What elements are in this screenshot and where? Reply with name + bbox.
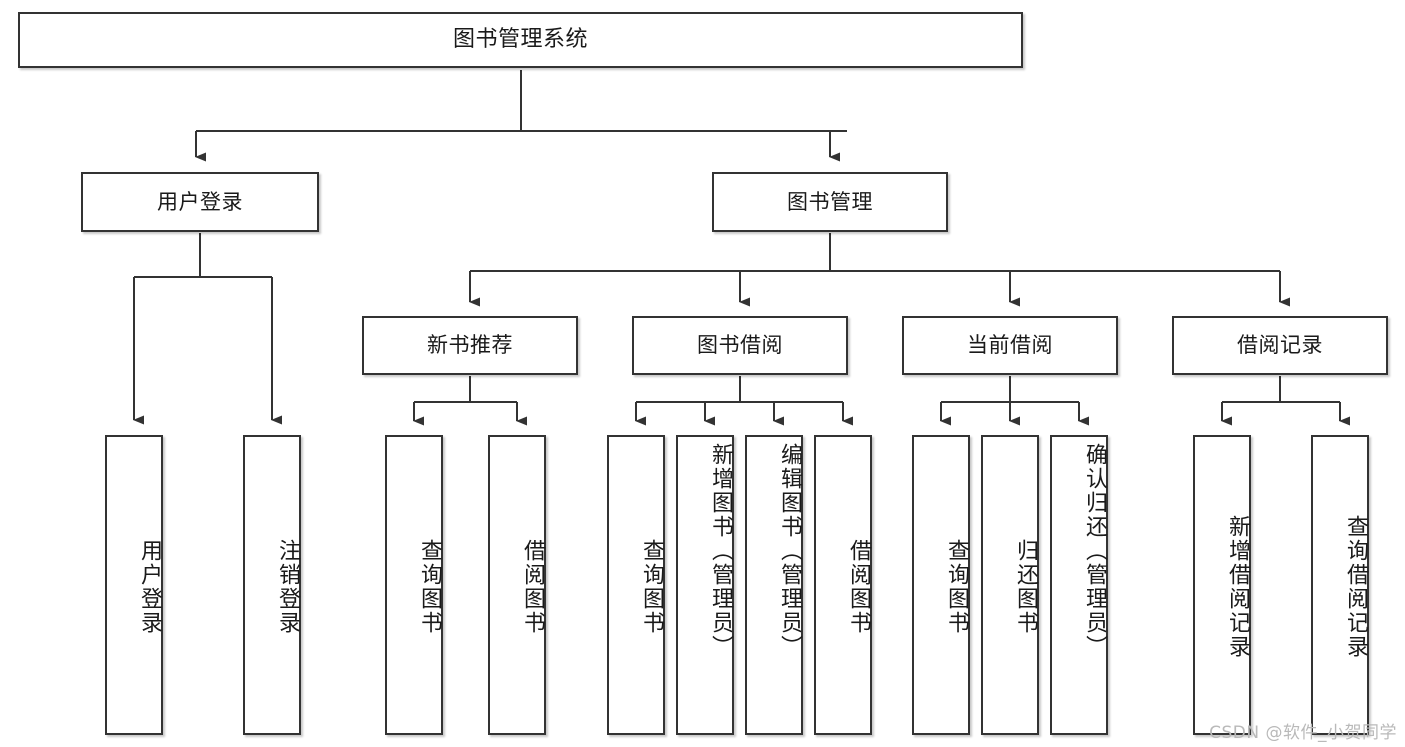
- node-label: 注销登录: [275, 539, 300, 635]
- leaf-borrow-book-new[interactable]: 借阅图书: [488, 435, 546, 735]
- node-label: 借阅图书: [520, 539, 545, 635]
- leaf-query-book-new[interactable]: 查询图书: [385, 435, 443, 735]
- node-label: 查询图书: [639, 539, 664, 635]
- leaf-user-login[interactable]: 用户登录: [105, 435, 163, 735]
- node-label: 查询图书: [417, 539, 442, 635]
- node-label: 查询图书: [944, 539, 969, 635]
- node-label: 图书管理系统: [452, 27, 588, 53]
- node-current-borrow[interactable]: 当前借阅: [902, 316, 1118, 375]
- node-borrow-record[interactable]: 借阅记录: [1172, 316, 1388, 375]
- node-label: 用户登录: [137, 539, 162, 635]
- node-label: 当前借阅: [967, 333, 1053, 358]
- node-root-book-management-system[interactable]: 图书管理系统: [18, 12, 1023, 68]
- node-label: 用户登录: [157, 189, 243, 214]
- node-label: 新增图书（管理员）: [708, 443, 733, 659]
- node-label: 新书推荐: [427, 333, 513, 358]
- node-new-book-recommend[interactable]: 新书推荐: [362, 316, 578, 375]
- node-label: 编辑图书（管理员）: [777, 443, 802, 659]
- leaf-add-borrow-record[interactable]: 新增借阅记录: [1193, 435, 1251, 735]
- node-label: 图书借阅: [697, 333, 783, 358]
- leaf-add-book-admin[interactable]: 新增图书（管理员）: [676, 435, 734, 735]
- leaf-borrow-book-borrow[interactable]: 借阅图书: [814, 435, 872, 735]
- node-book-manage[interactable]: 图书管理: [712, 172, 948, 232]
- leaf-logout-login[interactable]: 注销登录: [243, 435, 301, 735]
- csdn-watermark: CSDN @软件_小贺同学: [1209, 723, 1397, 743]
- node-label: 借阅记录: [1237, 333, 1323, 358]
- leaf-confirm-return-admin[interactable]: 确认归还（管理员）: [1050, 435, 1108, 735]
- node-user-login[interactable]: 用户登录: [81, 172, 319, 232]
- node-label: 借阅图书: [846, 539, 871, 635]
- node-label: 查询借阅记录: [1343, 515, 1368, 659]
- node-label: 图书管理: [787, 189, 873, 214]
- leaf-return-book[interactable]: 归还图书: [981, 435, 1039, 735]
- leaf-query-book-borrow[interactable]: 查询图书: [607, 435, 665, 735]
- node-label: 新增借阅记录: [1225, 515, 1250, 659]
- node-label: 归还图书: [1013, 539, 1038, 635]
- leaf-edit-book-admin[interactable]: 编辑图书（管理员）: [745, 435, 803, 735]
- leaf-query-borrow-record[interactable]: 查询借阅记录: [1311, 435, 1369, 735]
- leaf-query-book-current[interactable]: 查询图书: [912, 435, 970, 735]
- node-book-borrow[interactable]: 图书借阅: [632, 316, 848, 375]
- node-label: 确认归还（管理员）: [1082, 443, 1107, 659]
